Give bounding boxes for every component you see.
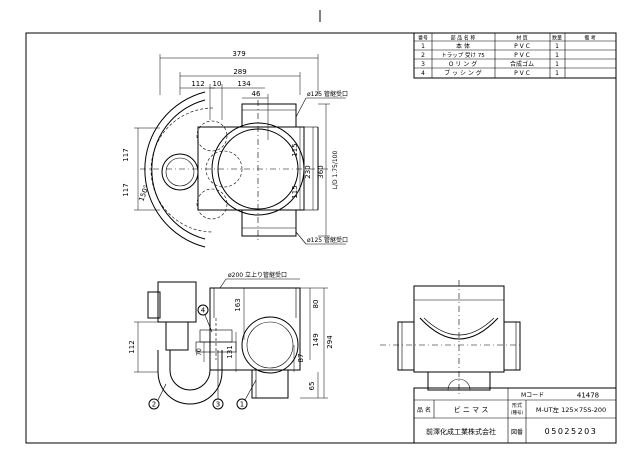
pipe-label-bottom: ø125 管継受口: [307, 236, 348, 244]
dim-134: 134: [237, 80, 251, 88]
dim-230: 230: [304, 165, 312, 178]
drawing-border: [25, 32, 617, 444]
dim-131: 131: [226, 345, 234, 358]
balloon-4-label: 4: [201, 307, 206, 315]
title-block: Mコード 41478 品 名 ビ ニ マ ス 形式 (種号) M-UT左 125…: [413, 387, 617, 444]
dim-117-upper: 117: [122, 148, 130, 161]
dim-289: 289: [233, 68, 246, 76]
name-value: ビ ニ マ ス: [454, 405, 489, 414]
dim-112: 112: [191, 80, 204, 88]
dim-115-lower: 115: [291, 185, 299, 198]
table-row-3-name: O リ ン グ: [449, 60, 477, 68]
table-header-note: 備 考: [584, 35, 596, 42]
plan-view: 379 289 112 10 134 46: [122, 50, 348, 248]
table-header-no: 番号: [418, 35, 428, 42]
dim-294: 294: [326, 335, 334, 349]
pipe-label-top: ø125 管継受口: [307, 90, 348, 98]
model-label: 形式: [512, 402, 522, 409]
table-row-4-material: P V C: [514, 70, 530, 77]
balloon-3-label: 3: [216, 401, 220, 409]
code-label: Mコード: [521, 392, 544, 399]
table-row-1-name: 本 体: [456, 42, 470, 50]
u-trap-outer: [157, 350, 223, 405]
table-header-material: 材 質: [516, 35, 528, 42]
dim-117-lower: 117: [122, 183, 130, 196]
code-value: 41478: [577, 392, 599, 400]
dim-112-section: 112: [128, 340, 136, 353]
balloon-2: [148, 398, 160, 410]
table-row-3-material: 合成ゴム: [510, 60, 534, 68]
model-label-sub: (種号): [511, 409, 524, 416]
trap-sweep-outer: [144, 91, 206, 248]
balloon-1-label: 1: [240, 401, 244, 409]
table-row-1-no: 1: [421, 43, 425, 50]
company-name: 前澤化成工業株式会社: [426, 427, 496, 436]
dim-379: 379: [232, 50, 245, 58]
table-row-4-qty: 1: [555, 70, 559, 77]
table-row-4-name: ブ ッ シ ン グ: [444, 69, 482, 77]
dim-65: 65: [308, 382, 316, 391]
trap-inlet-stack: [157, 281, 197, 323]
balloon-1: [236, 398, 248, 410]
dim-115-upper: 115: [291, 143, 299, 156]
dim-87: 87: [297, 354, 305, 363]
dim-360: 360: [317, 165, 325, 178]
table-row-4-no: 4: [421, 70, 425, 77]
dim-46: 46: [252, 90, 261, 98]
dim-70: 70: [196, 348, 203, 356]
dim-10: 10: [213, 80, 222, 88]
trap-inlet-circle: [161, 153, 199, 191]
table-header-qty: 数量: [552, 35, 562, 42]
side-view: [380, 280, 521, 395]
main-body-plan: [197, 126, 305, 211]
table-row-2-name: トラップ 受け 75: [441, 51, 485, 59]
dim-163: 163: [234, 298, 242, 311]
table-row-1-material: P V C: [514, 43, 530, 50]
section-view: ø200 立上り管継受口 163 80 149 294: [128, 271, 334, 410]
drawing-no-label: 図番: [511, 429, 523, 436]
table-row-3-qty: 1: [555, 61, 559, 68]
balloon-2-label: 2: [152, 401, 156, 409]
name-label: 品 名: [417, 406, 431, 414]
table-header-name: 部 品 名 称: [451, 35, 476, 42]
table-row-2-material: P V C: [514, 52, 530, 59]
table-row-2-qty: 1: [555, 52, 559, 59]
parts-table: 番号 部 品 名 称 材 質 数量 備 考 1 本 体 P V C 1 2 トラ…: [413, 32, 617, 79]
table-row-3-no: 3: [421, 61, 425, 68]
table-row-2-no: 2: [421, 52, 425, 59]
slope-label: L/D 1.75/100: [332, 150, 339, 189]
dim-80: 80: [312, 300, 320, 309]
riser-label: ø200 立上り管継受口: [228, 271, 287, 279]
drawing-no-value: 05025203: [545, 427, 598, 436]
table-row-1-qty: 1: [555, 43, 559, 50]
model-value: M-UT左 125×75S-200: [536, 405, 606, 414]
balloon-4: [197, 304, 209, 316]
dim-149: 149: [312, 333, 320, 346]
outlet-circle-section: [241, 316, 299, 374]
